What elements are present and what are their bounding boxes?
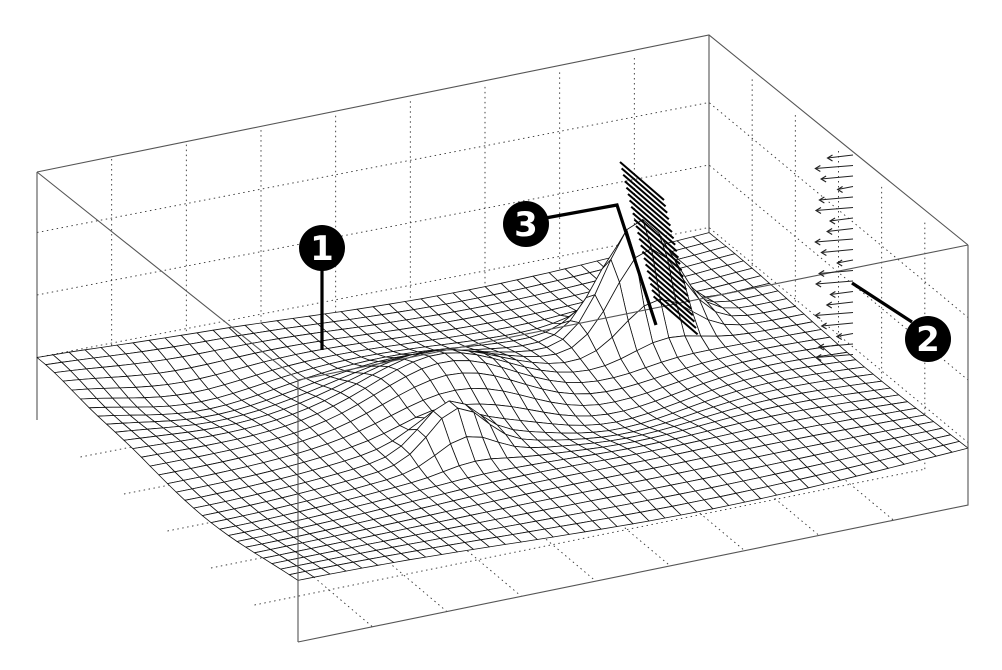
hatch-line [638,238,684,278]
surface-mesh [36,219,969,581]
vector-arrow-head [829,291,836,298]
hatch-line [628,199,675,240]
vector-arrow-head [818,196,825,204]
vector-arrow-head [836,259,843,267]
hatched-section [619,161,699,336]
vector-arrow-shaft [821,322,854,327]
callout-3-leader [539,203,658,326]
vector-arrow-head [835,333,843,340]
callout-2: 2 [851,281,951,362]
vector-arrow-shaft [815,311,854,317]
bounding-box-front-edges [36,171,969,643]
hatch-line [644,263,691,304]
vector-arrow-shaft [821,248,854,254]
vector-arrow-head [814,207,822,214]
hatch-line [652,295,699,336]
callout-3-badge [503,201,549,247]
vector-arrow-shaft [830,290,854,296]
callout-3-number: 3 [514,205,538,245]
hatch-line [643,257,689,297]
vector-arrow-head [814,238,821,246]
vector-arrow-head [817,343,825,351]
vector-arrow-head [836,186,843,193]
box-right-front-edges [297,245,969,643]
vector-arrow-shaft [829,217,854,222]
vector-arrows [814,154,854,361]
hatch-line [649,282,696,323]
vector-arrow-shaft [816,353,854,359]
callout-3: 3 [503,201,658,326]
hatch-line [633,218,680,259]
callout-1-number: 1 [310,229,334,269]
hatch-line [622,174,668,214]
mesh-cell [288,571,315,581]
vector-arrow-shaft [815,238,854,243]
vector-arrow-shaft [821,175,854,180]
vector-arrow-shaft [827,227,854,233]
hatch-line [636,231,683,272]
vector-arrow-head [826,154,833,162]
vector-arrow-head [820,249,827,256]
hatch-line [620,167,667,208]
vector-arrow-head [820,322,827,330]
hatch-line [646,270,692,310]
hatch-line [640,244,686,284]
vector-arrow-shaft [818,343,854,348]
vector-arrow-head [825,301,833,309]
callout-2-leader [851,281,913,324]
callout-1: 1 [299,225,345,350]
vector-arrow-shaft [827,154,854,159]
vector-arrow-shaft [837,259,854,264]
callout-2-number: 2 [916,320,940,360]
hatch-line [632,212,678,252]
callout-2-badge [905,316,951,362]
vector-arrow-head [814,312,821,319]
hatch-line [625,186,672,227]
vector-arrow-head [826,228,833,235]
hatch-line [651,289,697,329]
vector-arrow-shaft [826,301,854,306]
hatch-line [648,276,694,316]
vector-arrow-shaft [816,280,854,285]
vector-arrow-shaft [815,206,854,212]
vector-arrow-head [815,354,822,361]
vector-arrow-head [828,217,836,225]
hatch-line [627,193,673,233]
hatch-line [641,250,688,291]
vector-arrow-shaft [836,332,854,338]
vector-arrow-shaft [819,269,854,275]
vector-arrow-shaft [837,185,854,191]
hatch-line [630,206,676,246]
vector-arrow-head [815,280,822,288]
callout-1-badge [299,225,345,271]
hatch-line [619,161,665,201]
vector-arrow-shaft [819,196,854,201]
hatch-line [635,225,681,265]
hatch-line [624,180,670,220]
vector-arrow-head [820,175,827,183]
vector-arrow-shaft [815,164,854,170]
vector-arrow-head [818,270,825,277]
box-top-back-edge [36,34,969,246]
vector-arrow-head [814,165,821,172]
